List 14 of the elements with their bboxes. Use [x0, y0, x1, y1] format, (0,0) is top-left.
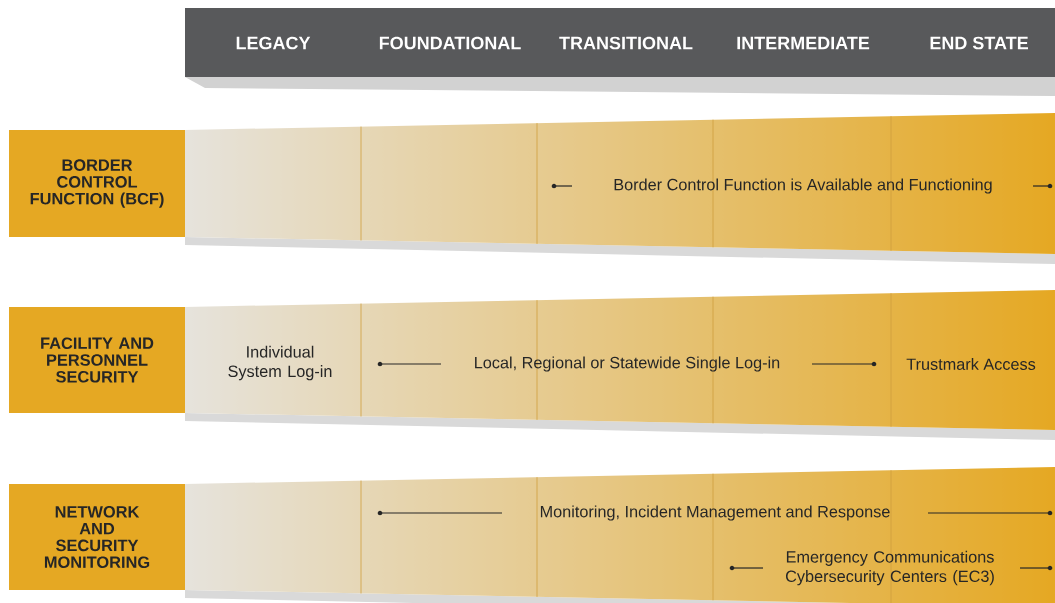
column-heading: TRANSITIONAL [559, 36, 693, 50]
span-label: Monitoring, Incident Management and Response [540, 505, 890, 521]
span-label: Border Control Function is Available and Functioning [614, 178, 992, 194]
row-header-box: FACILITY AND PERSONNEL SECURITY [9, 307, 185, 413]
span-label: Emergency Communications Cybersecurity Centers (EC3) [786, 550, 994, 586]
cell-text: Individual System Log-in [228, 345, 332, 381]
row-header-box: NETWORK AND SECURITY MONITORING [9, 484, 185, 590]
column-heading: LEGACY [236, 36, 311, 50]
column-heading: END STATE [930, 36, 1028, 50]
column-heading: FOUNDATIONAL [379, 36, 521, 50]
span-label: Local, Regional or Statewide Single Log-in [475, 356, 780, 372]
row-header-box: BORDER CONTROL FUNCTION (BCF) [9, 130, 185, 237]
column-heading: INTERMEDIATE [737, 36, 870, 50]
cell-text: Trustmark Access [906, 358, 1036, 370]
